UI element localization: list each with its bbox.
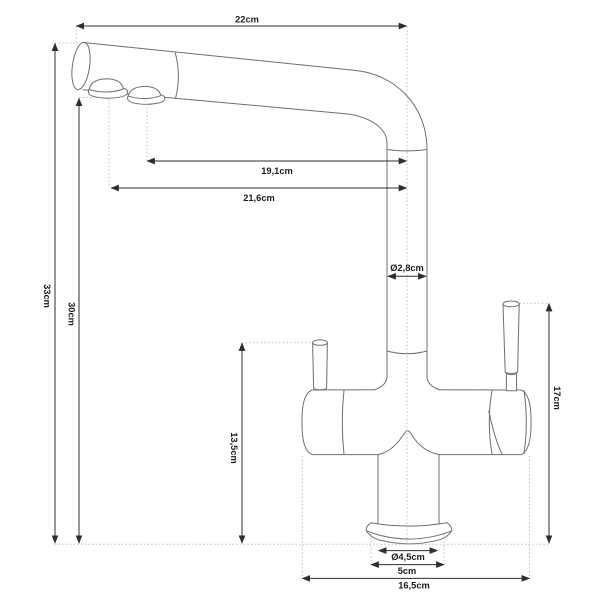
dim-left-handle-height-label: 13,5cm xyxy=(229,432,239,464)
right-handle-neck xyxy=(505,373,518,392)
junction-flare-right xyxy=(426,377,440,391)
dim-spout-width: 22cm xyxy=(75,15,408,30)
base-flange xyxy=(365,522,453,545)
valve-body-right-curve xyxy=(523,390,527,455)
dim-overall-width: 16,5cm xyxy=(301,575,531,590)
dim-aerator-front-reach: 21,6cm xyxy=(110,184,408,203)
dim-column-diameter-label: Ø2,8cm xyxy=(390,263,424,273)
left-arm-joint-line xyxy=(341,389,345,455)
left-handle-cap xyxy=(312,339,328,346)
right-handle xyxy=(502,303,520,375)
aerator-rear-rim xyxy=(127,95,162,100)
aerator-rear xyxy=(127,85,166,105)
spout-end-cap xyxy=(71,41,91,91)
spout-joint-ring xyxy=(174,51,179,99)
body-left-arm xyxy=(301,389,379,456)
right-handle-cap xyxy=(502,300,520,308)
aerator-front xyxy=(87,78,129,99)
dim-aerator-rear-reach-label: 19,1cm xyxy=(261,166,293,176)
dim-column-diameter: Ø2,8cm xyxy=(387,263,427,280)
column-joint-line xyxy=(386,350,428,355)
dim-overall-height-label: 33cm xyxy=(42,284,52,308)
body-right-arm xyxy=(438,389,532,456)
valve-body-left-curve xyxy=(488,389,493,455)
reference-lines xyxy=(55,26,549,578)
dim-right-handle-height: 17cm xyxy=(545,302,562,544)
dim-spout-height-label: 30cm xyxy=(67,302,77,326)
faucet-illustration xyxy=(71,41,532,545)
bend-joint-line xyxy=(386,149,428,152)
valve-body-crease xyxy=(488,410,503,455)
dim-base-diameter: Ø4,5cm xyxy=(377,547,439,562)
dim-right-handle-height-label: 17cm xyxy=(552,386,562,410)
dim-left-handle-height: 13,5cm xyxy=(229,342,246,544)
base-flange-roll-line xyxy=(365,530,453,540)
dimension-annotations: 22cm 19,1cm 21,6cm Ø2,8cm 33cm 30cm 13,5… xyxy=(42,15,562,591)
body-fill xyxy=(301,377,532,455)
dim-spout-height: 30cm xyxy=(67,97,83,544)
spout-bottom-edge xyxy=(82,89,388,144)
dim-overall-width-label: 16,5cm xyxy=(398,580,430,590)
dim-base-width: 5cm xyxy=(370,561,445,576)
left-handle xyxy=(312,342,328,391)
dim-base-diameter-label: Ø4,5cm xyxy=(391,552,425,562)
dim-spout-width-label: 22cm xyxy=(235,15,259,25)
dim-overall-height: 33cm xyxy=(42,42,59,544)
junction-flare-left xyxy=(374,377,388,391)
dim-aerator-front-reach-label: 21,6cm xyxy=(243,193,275,203)
dim-aerator-rear-reach: 19,1cm xyxy=(146,157,408,176)
aerator-front-rim xyxy=(88,88,124,93)
spout-top-edge xyxy=(84,42,428,151)
dim-base-width-label: 5cm xyxy=(398,566,417,576)
